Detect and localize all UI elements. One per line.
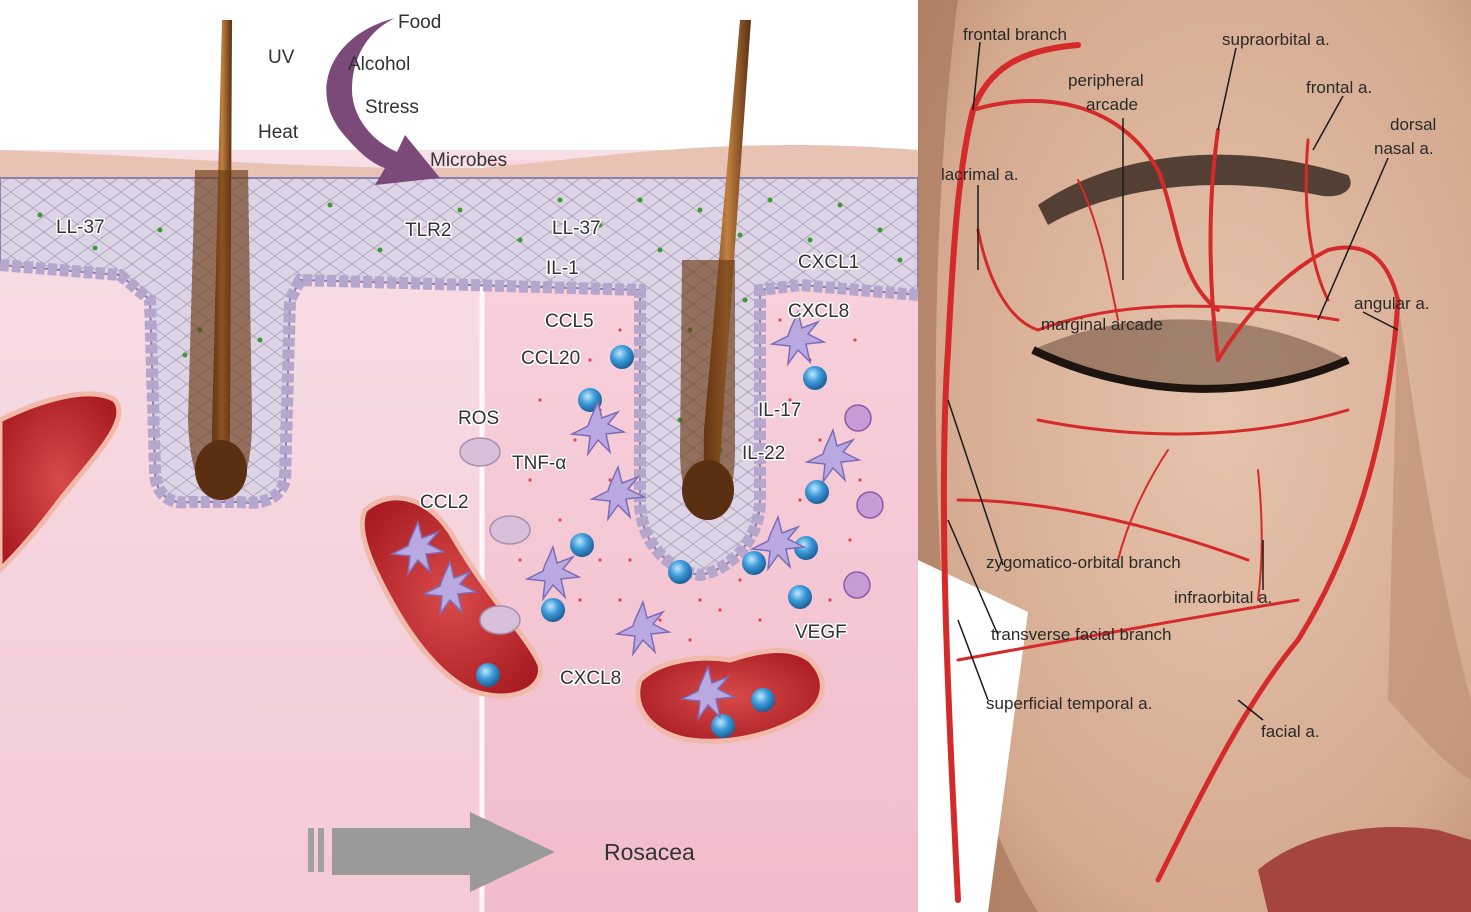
frontal-branch-label: frontal branch — [963, 25, 1067, 44]
il1-label: IL-1 — [546, 258, 579, 279]
cxcl8-top-label: CXCL8 — [788, 301, 849, 322]
trigger-arrow — [326, 18, 440, 185]
face-illustration: frontal branch supraorbital a. periphera… — [918, 0, 1471, 912]
lips — [1258, 826, 1471, 912]
blood-vessel-left — [0, 391, 122, 574]
skin-background — [918, 0, 1471, 912]
nose-shadow — [1388, 300, 1471, 780]
eyelid — [1033, 319, 1348, 391]
peripheral-arcade-label-1: peripheral — [1068, 71, 1144, 90]
rosacea-label: Rosacea — [604, 839, 695, 865]
dendritic-cells — [389, 309, 862, 722]
hair-follicle-left — [188, 20, 252, 500]
angular-artery-label: angular a. — [1354, 294, 1430, 313]
il17-label: IL-17 — [758, 400, 801, 421]
trigger-microbes-label: Microbes — [430, 150, 507, 171]
artery-network — [940, 42, 1401, 903]
ccl2-label: CCL2 — [420, 492, 469, 513]
environment-heat-label: Heat — [258, 122, 299, 143]
facial-arteries-diagram: frontal branch supraorbital a. periphera… — [918, 0, 1471, 912]
ll37-right-label: LL-37 — [552, 218, 601, 239]
cxcl1-label: CXCL1 — [798, 252, 859, 273]
rosacea-arrow — [308, 812, 555, 892]
frontal-artery-label: frontal a. — [1306, 78, 1372, 97]
dorsal-nasal-label-1: dorsal — [1390, 115, 1436, 134]
ll37-left-label: LL-37 — [56, 217, 105, 238]
lymphocyte-cells — [476, 345, 829, 738]
ros-particles — [459, 437, 531, 635]
supraorbital-label: supraorbital a. — [1222, 30, 1330, 49]
dorsal-nasal-label-2: nasal a. — [1374, 139, 1434, 158]
environment-uv-label: UV — [268, 47, 295, 68]
marginal-arcade-label: marginal arcade — [1041, 315, 1163, 334]
eyebrow — [1038, 154, 1351, 225]
tlr2-label: TLR2 — [405, 220, 451, 241]
basal-layer — [0, 259, 918, 582]
trigger-food-label: Food — [398, 12, 441, 33]
sky-area — [0, 0, 918, 150]
ros-label: ROS — [458, 408, 499, 429]
ccl20-label: CCL20 — [521, 348, 580, 369]
trigger-stress-label: Stress — [365, 97, 419, 118]
il22-label: IL-22 — [742, 443, 785, 464]
ccl5-label: CCL5 — [545, 311, 594, 332]
rosacea-illustration: Food Alcohol Stress Microbes UV Heat LL-… — [0, 0, 918, 912]
vegf-label: VEGF — [795, 622, 847, 643]
granulocyte-cells — [843, 404, 884, 599]
leader-lines — [947, 41, 1399, 721]
cxcl8-bottom-label: CXCL8 — [560, 668, 621, 689]
rosacea-pathogenesis-diagram: Food Alcohol Stress Microbes UV Heat LL-… — [0, 0, 918, 912]
eyelashes — [1031, 346, 1350, 393]
lacrimal-artery-label: lacrimal a. — [941, 165, 1018, 184]
superficial-temporal-label: superficial temporal a. — [986, 694, 1152, 713]
hair-follicle-right — [680, 20, 751, 520]
transverse-facial-label: transverse facial branch — [991, 625, 1171, 644]
facial-artery-label: facial a. — [1261, 722, 1320, 741]
tnf-alpha-label: TNF-α — [512, 453, 566, 474]
infraorbital-label: infraorbital a. — [1174, 588, 1272, 607]
trigger-alcohol-label: Alcohol — [348, 54, 410, 75]
peripheral-arcade-label-2: arcade — [1086, 95, 1138, 114]
zygomatico-orbital-label: zygomatico-orbital branch — [986, 553, 1181, 572]
